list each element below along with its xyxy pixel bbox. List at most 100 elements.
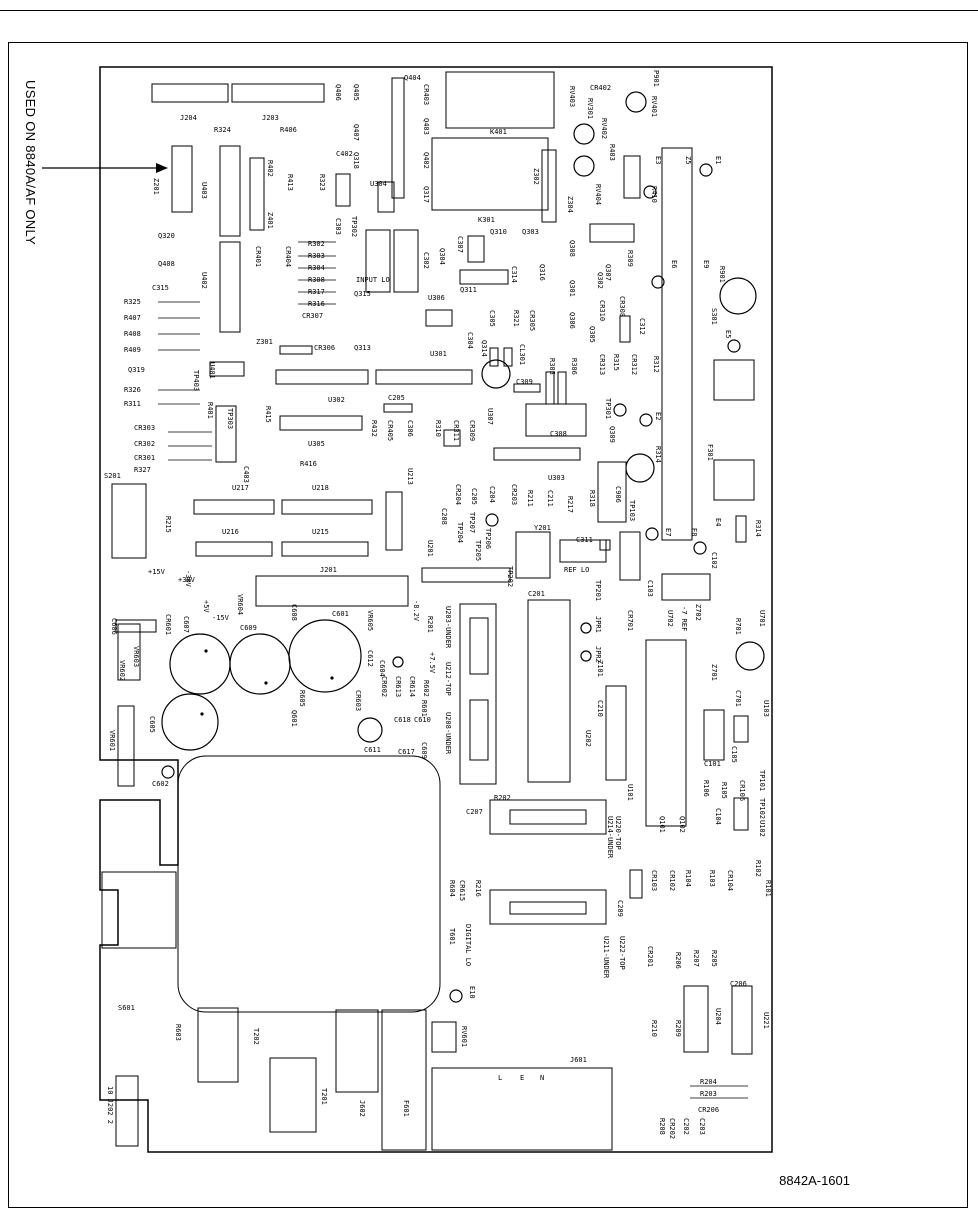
tp207-test <box>485 513 499 527</box>
rv404-pot <box>573 155 595 177</box>
label-q405: Q405 <box>352 84 360 101</box>
label-r204: R204 <box>700 1078 717 1086</box>
label-j601: J601 <box>570 1056 587 1064</box>
label-cr401: CR401 <box>254 246 262 267</box>
label-c207: C207 <box>466 808 483 816</box>
label-r209: R209 <box>674 1020 682 1037</box>
label-cr311: CR311 <box>452 420 460 441</box>
e2-test <box>639 413 653 427</box>
label-c103: C103 <box>646 580 654 597</box>
label-j602: J602 <box>358 1100 366 1117</box>
label-c202: C202 <box>682 1118 690 1135</box>
label-r432: R432 <box>370 420 378 437</box>
r309-res <box>589 223 635 243</box>
c612-test <box>392 656 404 668</box>
label-c210: C210 <box>596 700 604 717</box>
label-r601: R601 <box>420 700 428 717</box>
label-r102: R102 <box>754 860 762 877</box>
j201-connector <box>255 575 409 607</box>
label-q319: Q319 <box>128 366 145 374</box>
label-cr603: CR603 <box>354 690 362 711</box>
label-jpr1: JPR1 <box>594 616 602 633</box>
label-r326: R326 <box>124 386 141 394</box>
label-r104: R104 <box>684 870 692 887</box>
label-u212: U212-TOP <box>444 662 452 696</box>
label-c304: C304 <box>466 332 474 349</box>
label-q320: Q320 <box>158 232 175 240</box>
label-c312: C312 <box>638 318 646 335</box>
label-q315: Q315 <box>354 290 371 298</box>
label-t601: T601 <box>448 928 456 945</box>
label-vr605: VR605 <box>366 610 374 631</box>
label-p30v: +30V <box>178 576 196 584</box>
u402-ic <box>219 241 241 333</box>
label-r206: R206 <box>674 952 682 969</box>
label-u221: U221 <box>762 1012 770 1029</box>
label-cr102: CR102 <box>668 870 676 891</box>
label-vr601: VR601 <box>108 730 116 751</box>
s201-switch <box>111 483 147 559</box>
label-r316: R316 <box>308 300 325 308</box>
u203-inner-top <box>469 617 489 675</box>
r314-pot <box>625 453 655 483</box>
label-z101: Z101 <box>596 660 604 677</box>
c101-cap <box>703 709 725 761</box>
c205-part <box>383 403 413 413</box>
label-r317: R317 <box>308 288 325 296</box>
u216-ic <box>195 541 273 557</box>
label-input-lo: INPUT LO <box>356 276 390 284</box>
relay-strip <box>391 77 405 199</box>
label-r311: R311 <box>124 400 141 408</box>
label-u202: U202 <box>584 730 592 747</box>
label-r106: R106 <box>702 780 710 797</box>
label-q308: Q308 <box>568 240 576 257</box>
label-tp403: TP403 <box>192 370 200 391</box>
label-e4: E4 <box>714 518 722 526</box>
label-u103: U103 <box>762 700 770 717</box>
label-rv404: RV404 <box>594 184 602 205</box>
label-cr203: CR203 <box>510 484 518 505</box>
label-q601: Q601 <box>290 710 298 727</box>
label-c315: C315 <box>152 284 169 292</box>
label-c618: C618 <box>394 716 411 724</box>
right-strip <box>661 147 693 541</box>
label-cr403: CR403 <box>422 84 430 105</box>
label-vr602: VR602 <box>118 660 126 681</box>
label-r315: R315 <box>612 354 620 371</box>
figure-id: 8842A-1601 <box>779 1173 850 1188</box>
label-c105: C105 <box>730 746 738 763</box>
u220-inner <box>509 809 587 825</box>
label-c104: C104 <box>714 808 722 825</box>
label-cr103: CR103 <box>650 870 658 891</box>
label-s201: S201 <box>104 472 121 480</box>
label-rv401: RV401 <box>650 96 658 117</box>
label-cr206: CR206 <box>698 1106 719 1114</box>
label-u307: U307 <box>486 408 494 425</box>
label-tp204: TP204 <box>456 522 464 543</box>
r410-pot <box>643 185 657 199</box>
q314-part <box>481 359 511 389</box>
c605-cap <box>161 693 219 751</box>
label-c308: C308 <box>550 430 567 438</box>
top-rule <box>0 10 978 11</box>
label-cr309: CR309 <box>468 420 476 441</box>
c311-cap <box>559 539 607 563</box>
label-q403: Q403 <box>422 118 430 135</box>
label-cl301: CL301 <box>518 344 526 365</box>
label-c208: C208 <box>440 508 448 525</box>
label-tp201: TP201 <box>594 580 602 601</box>
label-r306: R306 <box>570 358 578 375</box>
c602-test <box>161 765 175 779</box>
label-tp103: TP103 <box>628 500 636 521</box>
label-q406: Q406 <box>334 84 342 101</box>
label-u306: U306 <box>428 294 445 302</box>
label-u402: U402 <box>200 272 208 289</box>
u301-ic <box>375 369 473 385</box>
label-r202: R202 <box>494 794 511 802</box>
label-r406: R406 <box>280 126 297 134</box>
label-r403: R403 <box>608 144 616 161</box>
label-c309: C309 <box>516 378 533 386</box>
c308-cap <box>525 403 587 437</box>
label-cr405: CR405 <box>386 420 394 441</box>
label-q407: Q407 <box>352 124 360 141</box>
